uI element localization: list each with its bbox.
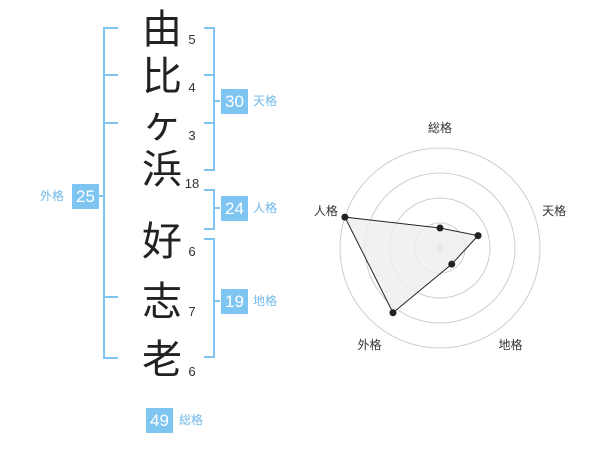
- stroke-count-6: 7: [188, 304, 196, 319]
- stroke-count-5: 6: [188, 244, 196, 259]
- stroke-count-7: 6: [188, 364, 196, 379]
- soukaku-label: 総格: [179, 413, 204, 427]
- tenkaku-label: 天格: [253, 94, 278, 108]
- radar-axis-label: 外格: [357, 337, 381, 352]
- radar-axis-label: 地格: [499, 337, 523, 352]
- chikaku-value-badge: 19: [221, 289, 248, 314]
- jinkaku-label: 人格: [253, 201, 278, 215]
- radar-axis-label: 人格: [314, 203, 338, 218]
- gaikaku-label: 外格: [40, 189, 65, 203]
- soukaku-value-badge: 49: [146, 408, 173, 433]
- stroke-count-2: 4: [188, 80, 196, 95]
- chikaku-label: 地格: [253, 294, 278, 308]
- stroke-count-3: 3: [188, 128, 196, 143]
- radar-axis-label: 総格: [428, 120, 452, 135]
- tenkaku-value-badge: 30: [221, 89, 248, 114]
- name-char-4: 浜: [142, 147, 182, 193]
- stroke-count-4: 18: [184, 176, 200, 191]
- name-char-5: 好: [142, 219, 182, 265]
- stroke-count-1: 5: [188, 32, 196, 47]
- radar-series-polygon: [344, 216, 480, 314]
- radar-axis-label: 天格: [542, 203, 566, 218]
- name-char-3: ヶ: [142, 101, 182, 147]
- gaikaku-value-badge: 25: [72, 184, 99, 209]
- radar-data-point: [436, 224, 444, 232]
- radar-data-point: [448, 260, 456, 268]
- radar-data-point: [341, 213, 349, 221]
- name-char-7: 老: [142, 337, 182, 383]
- name-char-6: 志: [142, 279, 182, 325]
- name-char-2: 比: [142, 54, 182, 100]
- radar-data-point: [389, 309, 397, 317]
- radar-grid-ring: [339, 147, 541, 349]
- jinkaku-value-badge: 24: [221, 196, 248, 221]
- radar-data-point: [474, 232, 482, 240]
- name-char-1: 由: [142, 7, 182, 53]
